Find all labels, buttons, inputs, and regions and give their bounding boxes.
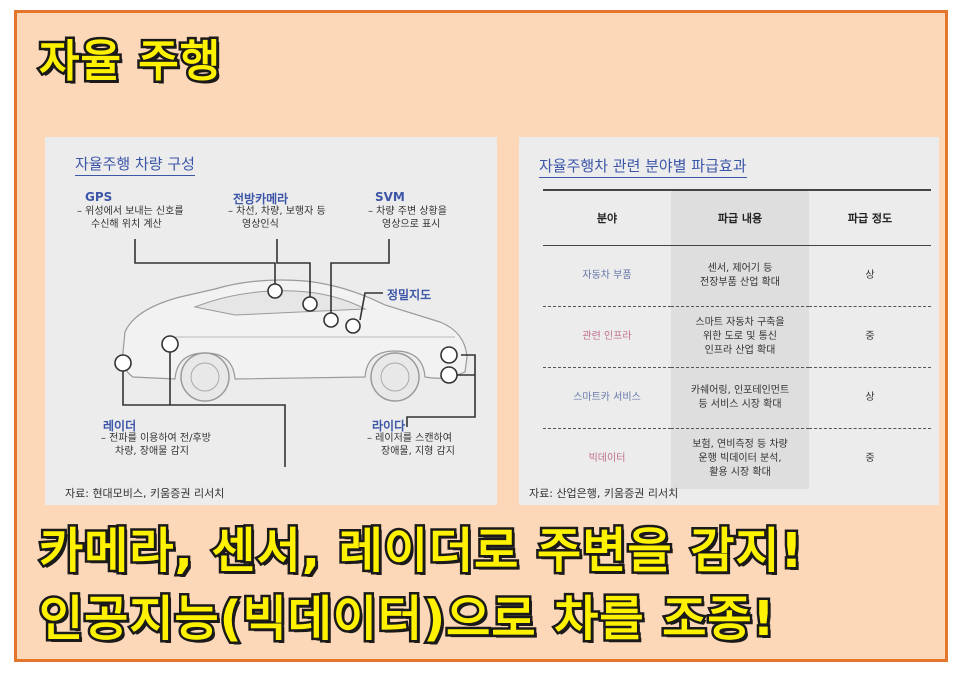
level-cell: 중: [865, 453, 875, 464]
gps-leader-line: [134, 239, 276, 284]
front-camera-leader-line: [276, 239, 311, 297]
ripple-effect-source: 자료: 산업은행, 키움증권 리서치: [529, 487, 679, 500]
rear-wheel-hub: [190, 362, 220, 392]
radar-left-leader-line: [122, 371, 286, 467]
ripple-effect-title: 자율주행차 관련 분야별 파급효과: [539, 155, 747, 178]
svm-label: SVM: [375, 190, 405, 204]
radar-label: 레이더: [103, 419, 137, 433]
svm-sensor-marker: [323, 312, 339, 328]
hd-map-sensor-marker: [345, 318, 361, 334]
front-camera-label: 전방카메라: [233, 192, 289, 206]
rear-radar-sensor-marker: [114, 354, 132, 372]
column-header-field: 분야: [543, 189, 671, 246]
vehicle-composition-source: 자료: 현대모비스, 키움증권 리서치: [65, 487, 225, 500]
rear-wheel: [180, 352, 230, 402]
field-cell: 자동차 부품: [543, 245, 671, 307]
vehicle-composition-title: 자율주행 차량 구성: [75, 153, 195, 176]
column-header-level: 파급 정도: [809, 189, 931, 246]
ripple-effect-panel: 자율주행차 관련 분야별 파급효과 분야 파급 내용 파급 정도 자동차 부품 …: [519, 137, 939, 505]
car-diagram: [114, 239, 476, 467]
caption-line-2: 인공지능(빅데이터)으로 차를 조종!: [36, 589, 776, 650]
slide: 자율 주행 자율주행 차량 구성: [14, 10, 948, 662]
hd-map-leader-line: [359, 292, 383, 321]
lidar-leader-line: [406, 354, 476, 427]
slide-title: 자율 주행: [36, 34, 222, 90]
lidar-sensor-marker-bottom: [440, 366, 458, 384]
front-wheel: [370, 352, 420, 402]
field-cell: 관련 인프라: [543, 306, 671, 368]
hd-map-label: 정밀지도: [387, 288, 432, 302]
caption-line-1: 카메라, 센서, 레이더로 주변을 감지!: [36, 521, 804, 582]
lidar-label: 라이다: [372, 419, 406, 433]
front-wheel-hub: [380, 362, 410, 392]
lidar-sensor-marker-top: [440, 346, 458, 364]
svm-leader-line: [330, 239, 390, 313]
level-cell: 중: [809, 306, 931, 368]
mid-radar-sensor-marker: [161, 335, 179, 353]
level-cell: 상: [809, 367, 931, 429]
gps-sensor-marker: [267, 283, 283, 299]
field-cell: 스마트카 서비스: [543, 367, 671, 429]
field-cell: 빅데이터: [588, 453, 626, 464]
car-window-outline: [193, 290, 367, 316]
front-camera-sensor-marker: [302, 296, 318, 312]
column-header-content: 파급 내용: [671, 189, 809, 246]
table-header-row: 분야 파급 내용 파급 정도: [543, 189, 931, 246]
level-cell: 상: [809, 245, 931, 307]
vehicle-composition-panel: 자율주행 차량 구성: [45, 137, 497, 505]
gps-label: GPS: [85, 190, 113, 204]
